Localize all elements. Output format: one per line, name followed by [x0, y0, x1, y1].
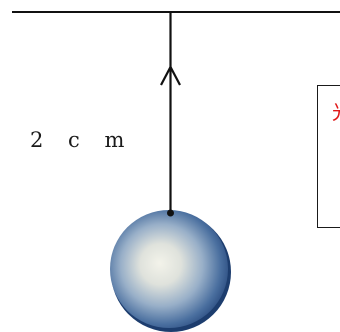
side-box-text: 光: [332, 96, 340, 125]
tension-arrow-head: [160, 64, 181, 86]
attachment-dot: [167, 209, 174, 217]
pendulum-sphere: [110, 210, 228, 328]
length-label: 2 c m: [30, 128, 134, 152]
side-box: 光: [317, 85, 340, 228]
